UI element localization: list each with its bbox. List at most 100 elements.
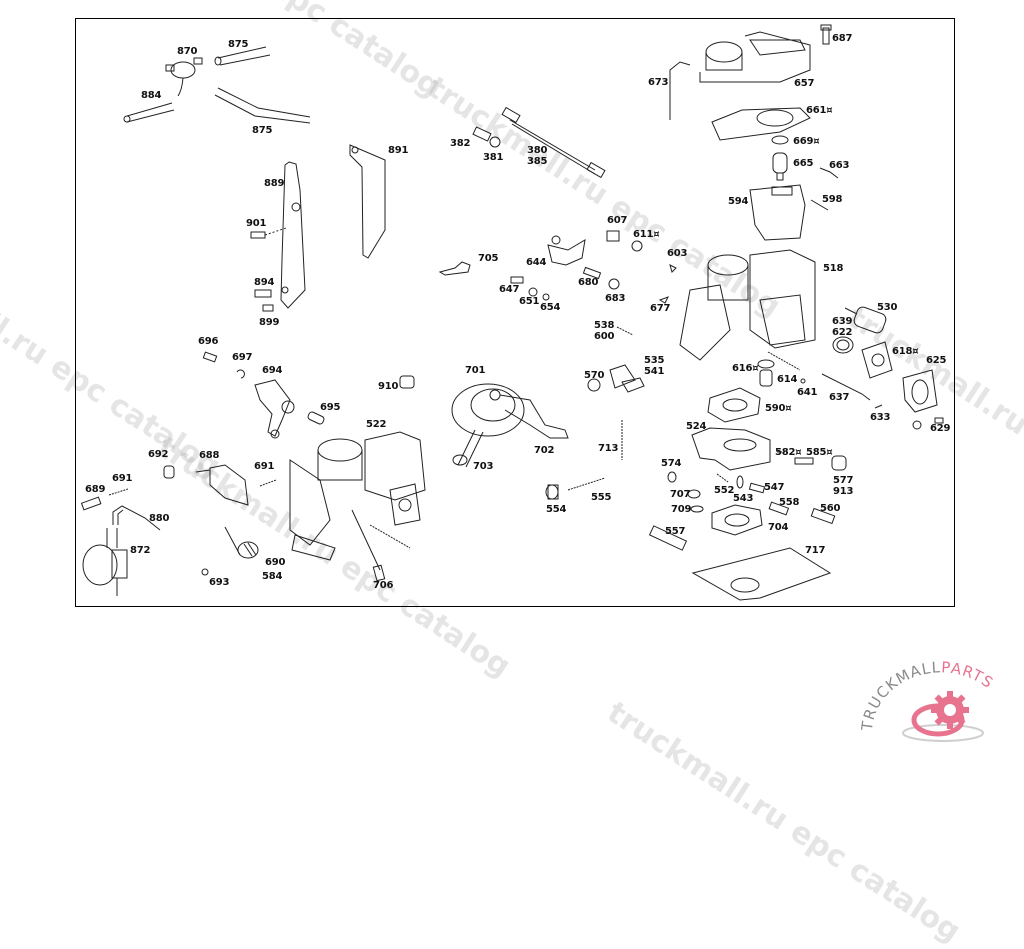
- part-label-901[interactable]: 901: [246, 218, 267, 229]
- part-label-552[interactable]: 552: [714, 485, 735, 496]
- part-label-557[interactable]: 557: [665, 526, 686, 537]
- screw-629: [934, 417, 944, 424]
- part-label-673[interactable]: 673: [648, 77, 669, 88]
- part-label-663[interactable]: 663: [829, 160, 850, 171]
- part-label-654[interactable]: 654: [540, 302, 561, 313]
- bolt-899: [262, 304, 274, 312]
- part-label-530[interactable]: 530: [877, 302, 898, 313]
- part-label-693[interactable]: 693: [209, 577, 230, 588]
- needle-valve-665: [772, 152, 788, 181]
- part-label-889[interactable]: 889: [264, 178, 285, 189]
- spring-552: [716, 473, 729, 483]
- part-label-910[interactable]: 910: [378, 381, 399, 392]
- clip-697: [236, 369, 245, 379]
- part-label-547[interactable]: 547: [764, 482, 785, 493]
- part-label-518[interactable]: 518: [823, 263, 844, 274]
- part-label-607[interactable]: 607: [607, 215, 628, 226]
- part-label-680[interactable]: 680: [578, 277, 599, 288]
- rod-637: [821, 373, 871, 401]
- part-label-872[interactable]: 872: [130, 545, 151, 556]
- part-label-701[interactable]: 701: [465, 365, 486, 376]
- part-label-696[interactable]: 696: [198, 336, 219, 347]
- pin-695: [307, 411, 325, 425]
- part-label-706[interactable]: 706: [373, 580, 394, 591]
- part-label-691[interactable]: 691: [112, 473, 133, 484]
- part-label-594[interactable]: 594: [728, 196, 749, 207]
- part-label-611[interactable]: 611¤: [633, 229, 660, 240]
- part-label-555[interactable]: 555: [591, 492, 612, 503]
- part-label-875[interactable]: 875: [228, 39, 249, 50]
- part-label-625[interactable]: 625: [926, 355, 947, 366]
- part-label-703[interactable]: 703: [473, 461, 494, 472]
- carburetor-522: [289, 431, 426, 571]
- part-label-669[interactable]: 669¤: [793, 136, 820, 147]
- part-label-697[interactable]: 697: [232, 352, 253, 363]
- part-label-644[interactable]: 644: [526, 257, 547, 268]
- part-label-558[interactable]: 558: [779, 497, 800, 508]
- part-label-598[interactable]: 598: [822, 194, 843, 205]
- part-label-585[interactable]: 585¤: [806, 447, 833, 458]
- part-label-875[interactable]: 875: [252, 125, 273, 136]
- part-label-603[interactable]: 603: [667, 248, 688, 259]
- part-label-692[interactable]: 692: [148, 449, 169, 460]
- part-label-633[interactable]: 633: [870, 412, 891, 423]
- part-label-717[interactable]: 717: [805, 545, 826, 556]
- part-label-688[interactable]: 688: [199, 450, 220, 461]
- part-label-560[interactable]: 560: [820, 503, 841, 514]
- part-label-695[interactable]: 695: [320, 402, 341, 413]
- part-label-704[interactable]: 704: [768, 522, 789, 533]
- part-label-574[interactable]: 574: [661, 458, 682, 469]
- part-label-713[interactable]: 713: [598, 443, 619, 454]
- lever-644: [547, 235, 586, 266]
- part-label-629[interactable]: 629: [930, 423, 951, 434]
- gasket-661: [711, 107, 811, 141]
- screw-696: [202, 351, 218, 363]
- part-label-618[interactable]: 618¤: [892, 346, 919, 357]
- part-label-661[interactable]: 661¤: [806, 105, 833, 116]
- part-label-554[interactable]: 554: [546, 504, 567, 515]
- part-label-538-600[interactable]: 538 600: [594, 320, 615, 342]
- part-label-707[interactable]: 707: [670, 489, 691, 500]
- part-label-665[interactable]: 665: [793, 158, 814, 169]
- part-label-651[interactable]: 651: [519, 296, 540, 307]
- part-label-582[interactable]: 582¤: [775, 447, 802, 458]
- part-label-899[interactable]: 899: [259, 317, 280, 328]
- part-label-641[interactable]: 641: [797, 387, 818, 398]
- part-label-870[interactable]: 870: [177, 46, 198, 57]
- part-label-524[interactable]: 524: [686, 421, 707, 432]
- part-label-381[interactable]: 381: [483, 152, 504, 163]
- part-label-709[interactable]: 709: [671, 504, 692, 515]
- part-label-657[interactable]: 657: [794, 78, 815, 89]
- part-label-543[interactable]: 543: [733, 493, 754, 504]
- valve-530: [844, 306, 887, 334]
- part-label-891[interactable]: 891: [388, 145, 409, 156]
- part-label-570[interactable]: 570: [584, 370, 605, 381]
- part-label-380-385[interactable]: 380 385: [527, 145, 548, 167]
- screw-557: [648, 525, 688, 551]
- part-label-690[interactable]: 690: [265, 557, 286, 568]
- part-label-584[interactable]: 584: [262, 571, 283, 582]
- part-label-577-913[interactable]: 577 913: [833, 475, 854, 497]
- part-label-689[interactable]: 689: [85, 484, 106, 495]
- part-label-522[interactable]: 522: [366, 419, 387, 430]
- part-label-705[interactable]: 705: [478, 253, 499, 264]
- part-label-616[interactable]: 616¤: [732, 363, 759, 374]
- part-label-637[interactable]: 637: [829, 392, 850, 403]
- spring-690: [224, 526, 259, 559]
- part-label-683[interactable]: 683: [605, 293, 626, 304]
- part-label-687[interactable]: 687: [832, 33, 853, 44]
- part-label-894[interactable]: 894: [254, 277, 275, 288]
- part-label-694[interactable]: 694: [262, 365, 283, 376]
- part-label-614[interactable]: 614: [777, 374, 798, 385]
- part-label-647[interactable]: 647: [499, 284, 520, 295]
- part-label-884[interactable]: 884: [141, 90, 162, 101]
- rod-673: [669, 61, 691, 120]
- part-label-535-541[interactable]: 535 541: [644, 355, 665, 377]
- part-label-677[interactable]: 677: [650, 303, 671, 314]
- part-label-880[interactable]: 880: [149, 513, 170, 524]
- part-label-702[interactable]: 702: [534, 445, 555, 456]
- part-label-639-622[interactable]: 639 622: [832, 316, 853, 338]
- part-label-691[interactable]: 691: [254, 461, 275, 472]
- part-label-590[interactable]: 590¤: [765, 403, 792, 414]
- part-label-382[interactable]: 382: [450, 138, 471, 149]
